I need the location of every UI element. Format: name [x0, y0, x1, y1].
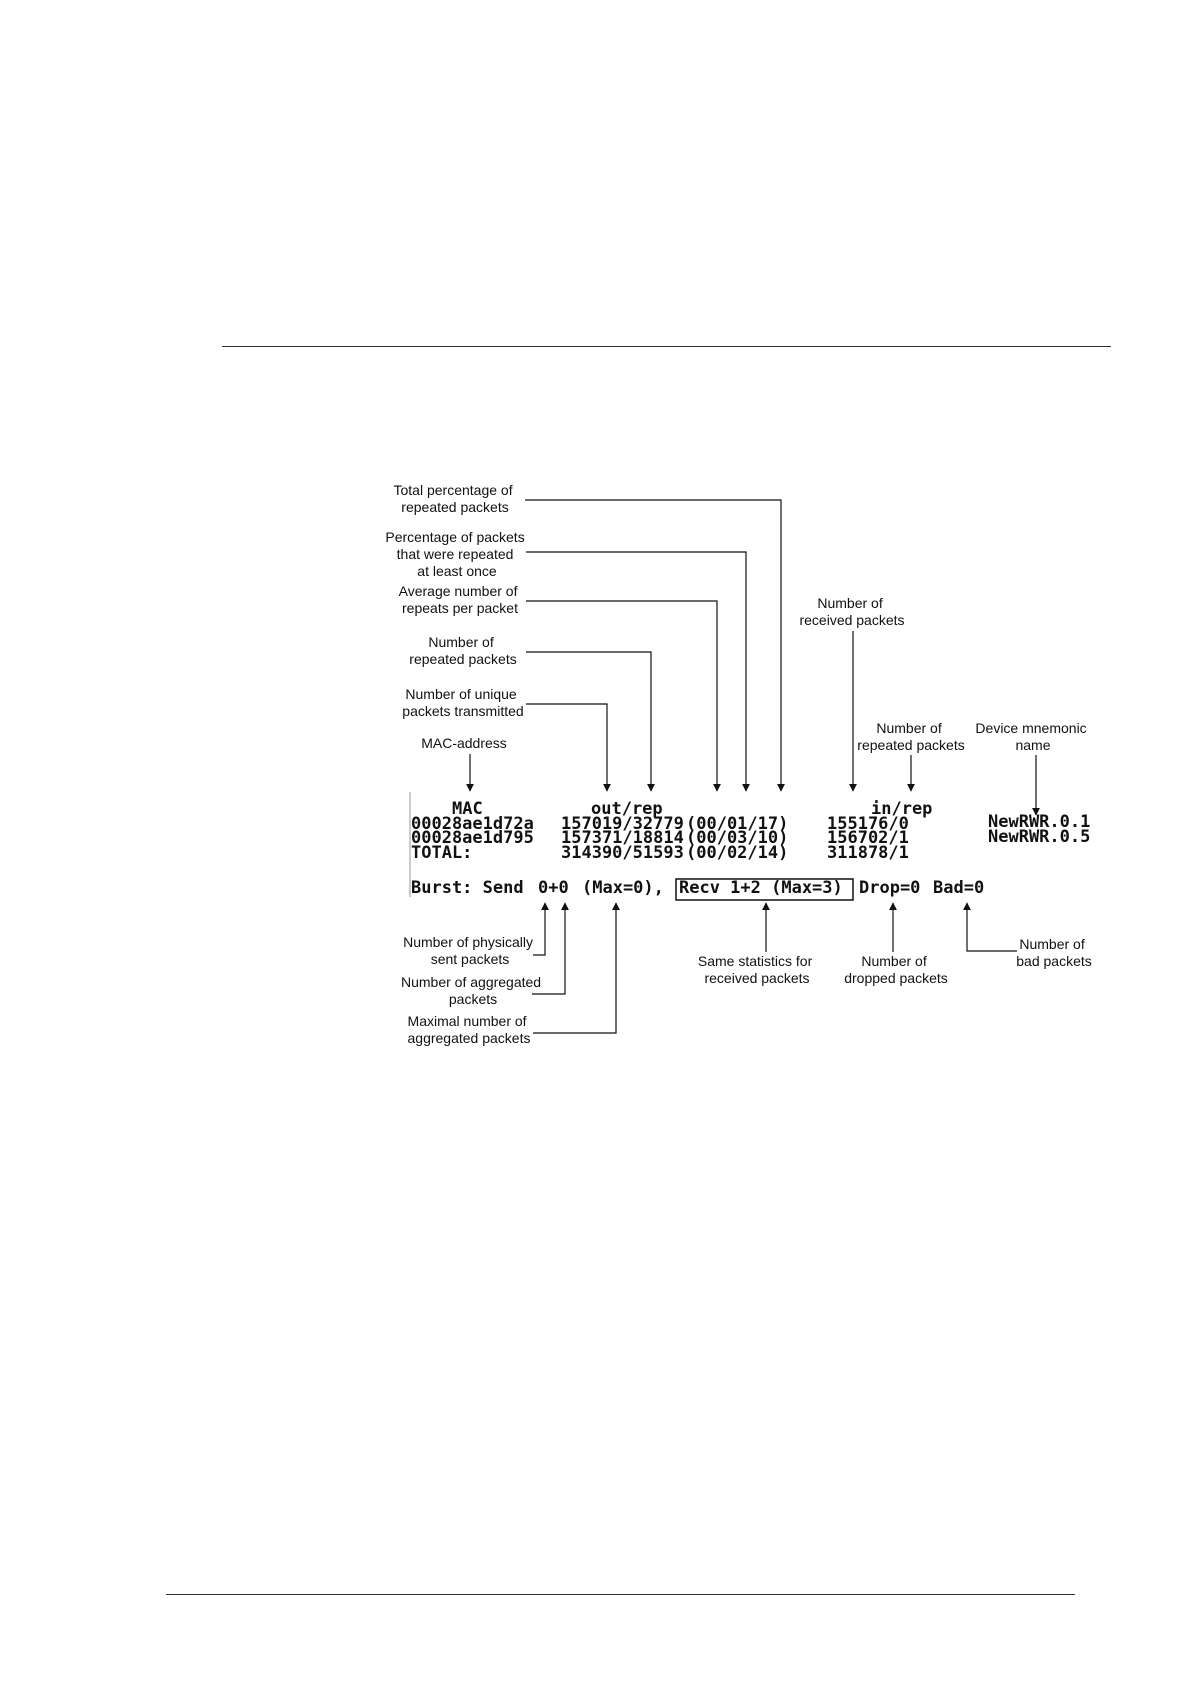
pct-repeated-connector [526, 551, 750, 792]
dropped-label: Number of dropped packets [844, 953, 948, 986]
unique-tx-connector [526, 703, 611, 792]
bad-connector [963, 902, 1017, 952]
in-repeated-label: Number of repeated packets [857, 720, 964, 753]
received-label: Number of received packets [799, 595, 904, 628]
row-out-rep: 157019/32779 [561, 814, 684, 834]
row-in-rep: 311878/1 [827, 843, 909, 863]
footer-rule [166, 1594, 1075, 1595]
row-out-rep: 157371/18814 [561, 828, 684, 848]
device-name-label: Device mnemonic name [975, 720, 1090, 753]
row-mac: 00028ae1d72a [411, 814, 534, 834]
row-device-name: NewRWR.0.5 [988, 827, 1090, 847]
phys-sent-connector [533, 902, 549, 956]
burst-bad: Bad=0 [933, 878, 984, 898]
phys-sent-label: Number of physically sent packets [403, 934, 537, 967]
row-stats: (00/03/10) [686, 828, 788, 848]
pct-repeated-label: Percentage of packets that were repeated… [385, 529, 528, 579]
burst-prefix: Burst: Send [411, 878, 524, 898]
num-repeated-label: Number of repeated packets [409, 634, 516, 667]
row-out-rep: 314390/51593 [561, 843, 684, 863]
burst-drop: Drop=0 [859, 878, 920, 898]
header-rule [222, 346, 1111, 347]
recv-highlight-box [675, 878, 854, 901]
num-repeated-connector [526, 651, 655, 792]
total-pct-connector [525, 499, 785, 792]
row-device-name: NewRWR.0.1 [988, 812, 1090, 832]
row-mac: 00028ae1d795 [411, 828, 534, 848]
row-in-rep: 156702/1 [827, 828, 909, 848]
burst-send-value: 0+0 [538, 878, 569, 898]
avg-repeats-connector [526, 600, 721, 792]
header-mac: MAC [452, 799, 483, 819]
row-in-rep: 155176/0 [827, 814, 909, 834]
bad-label: Number of bad packets [1016, 936, 1092, 969]
avg-repeats-label: Average number of repeats per packet [399, 583, 522, 616]
aggregated-connector [532, 902, 569, 995]
header-out-rep: out/rep [591, 799, 663, 819]
row-stats: (00/02/14) [686, 843, 788, 863]
header-in-rep: in/rep [871, 799, 932, 819]
max-aggregated-label: Maximal number of aggregated packets [408, 1013, 531, 1046]
row-mac: TOTAL: [411, 843, 472, 863]
burst-recv: Recv 1+2 (Max=3) [679, 878, 843, 898]
max-aggregated-connector [533, 902, 620, 1034]
total-pct-label: Total percentage of repeated packets [394, 482, 517, 515]
burst-send-max: (Max=0), [582, 878, 664, 898]
same-stats-label: Same statistics for received packets [698, 953, 816, 986]
row-stats: (00/01/17) [686, 814, 788, 834]
aggregated-label: Number of aggregated packets [401, 974, 545, 1007]
mac-address-label: MAC-address [421, 735, 507, 751]
unique-tx-label: Number of unique packets transmitted [402, 686, 523, 719]
